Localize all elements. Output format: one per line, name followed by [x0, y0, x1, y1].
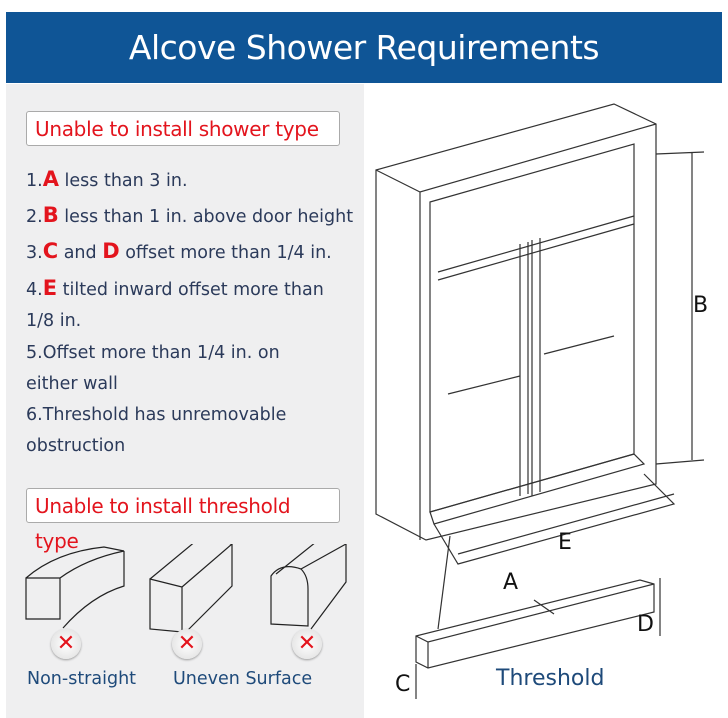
requirement-5: 5.Offset more than 1/4 in. on either wal… [26, 343, 280, 394]
x-mark-icon: ✕ [172, 629, 202, 659]
requirement-4: 4.E tilted inward offset more than 1/8 i… [26, 276, 324, 331]
label-a: A [503, 570, 519, 595]
page-title: Alcove Shower Requirements [6, 12, 722, 83]
non-straight-label: Non-straight [27, 669, 137, 689]
requirement-2: 2.B less than 1 in. above door height [26, 203, 354, 227]
rounded-shape [270, 544, 347, 630]
label-b: B [693, 293, 709, 318]
requirement-1: 1.A less than 3 in. [26, 167, 188, 191]
label-c: C [395, 672, 411, 697]
shower-diagram [375, 103, 705, 699]
label-e: E [558, 530, 572, 555]
requirement-6: 6.Threshold has unremovable obstruction [26, 405, 287, 456]
x-mark-icon: ✕ [292, 629, 322, 659]
x-mark-icon: ✕ [51, 629, 81, 659]
shower-type-heading: Unable to install shower type [26, 111, 340, 146]
threshold-label: Threshold [496, 666, 605, 691]
threshold-type-heading: Unable to install threshold type [26, 488, 340, 553]
threshold-shapes [25, 544, 347, 635]
uneven-surface-shape [149, 544, 233, 635]
uneven-surface-label: Uneven Surface [173, 669, 313, 689]
requirement-3: 3.C and D offset more than 1/4 in. [26, 239, 332, 263]
requirements-panel: Unable to install shower type 1.A less t… [6, 84, 364, 718]
label-d: D [637, 612, 654, 637]
non-straight-shape [25, 546, 125, 629]
